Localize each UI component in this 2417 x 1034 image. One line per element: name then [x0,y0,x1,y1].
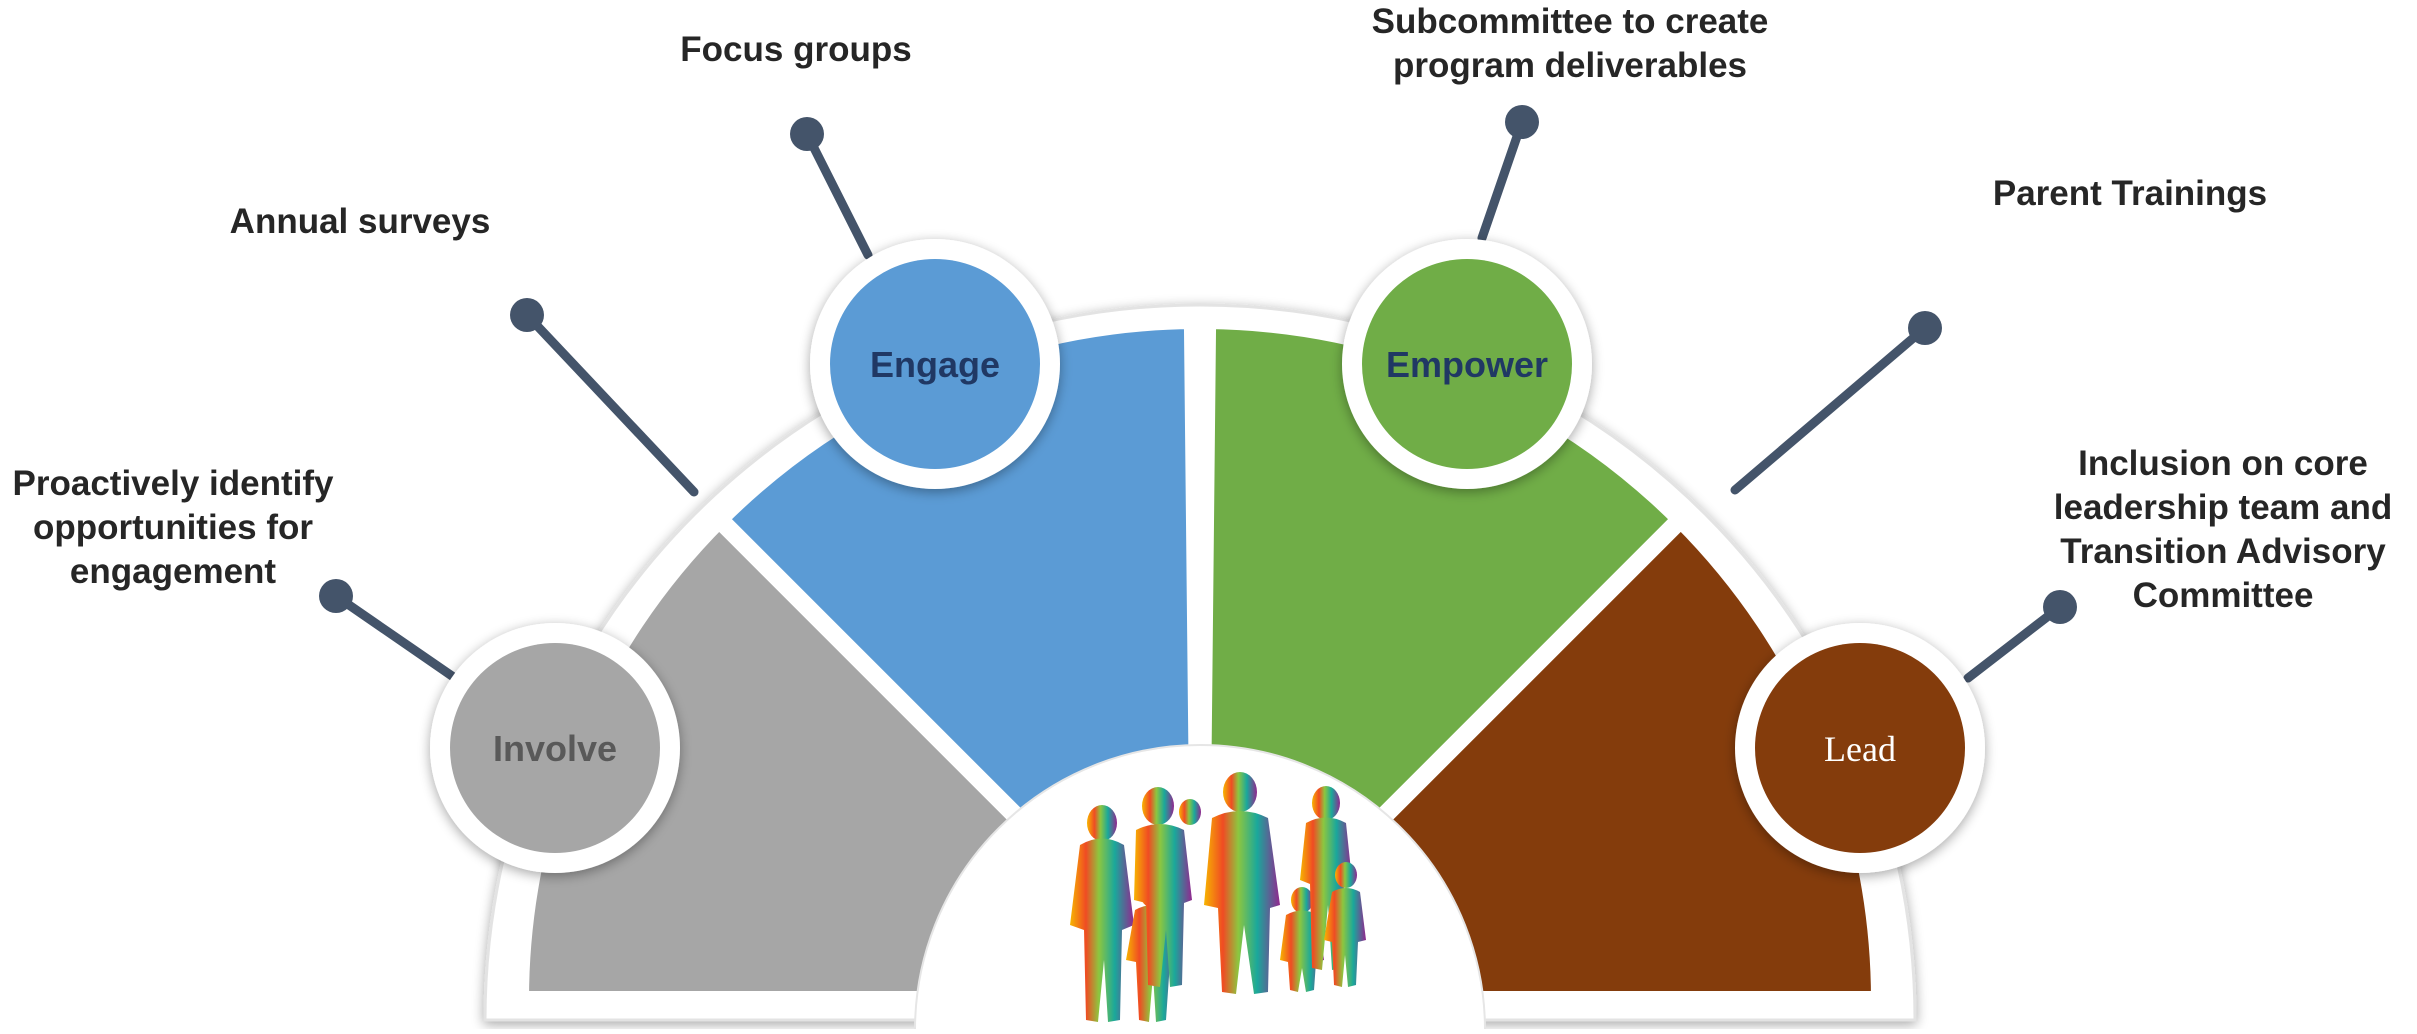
callout-subcommittee: Subcommittee to create program deliverabl… [1350,0,1790,88]
callout-focus-groups: Focus groups [640,28,952,72]
callout-line: Focus groups [680,30,912,69]
callout-involve: Proactively identify opportunities for eng… [0,462,346,594]
badge-involve-label: Involve [493,728,617,769]
family-silhouette-icon [1070,772,1366,1022]
callout-line: Transition Advisory [2060,532,2386,571]
callout-parent-trainings: Parent Trainings [1960,172,2300,216]
pin-annual-surveys [510,298,699,497]
callout-line: Committee [2132,576,2314,615]
callout-line: Annual surveys [229,202,491,241]
callout-line: Parent Trainings [1992,174,2268,213]
badge-lead-label: Lead [1824,729,1896,769]
pin-subcommittee [1477,105,1539,243]
pin-parent-trainings [1730,311,1942,495]
badge-empower: Empower [1342,239,1592,489]
badge-engage: Engage [810,239,1060,489]
callout-line: leadership team and [2053,488,2393,527]
pin-lead [1963,590,2077,683]
callout-line: opportunities for [33,508,313,547]
badge-empower-label: Empower [1386,344,1548,385]
badge-lead: Lead [1735,623,1985,873]
callout-line: program deliverables [1392,46,1748,85]
pin-involve [319,579,457,681]
callout-line: engagement [69,552,277,591]
callout-line: Inclusion on core [2078,444,2368,483]
callout-line: Subcommittee to create [1371,2,1769,41]
pin-focus-groups [790,117,873,260]
badge-involve: Involve [430,623,680,873]
badge-engage-label: Engage [870,344,1000,385]
callout-annual-surveys: Annual surveys [200,200,520,244]
callout-line: Proactively identify [12,464,334,503]
